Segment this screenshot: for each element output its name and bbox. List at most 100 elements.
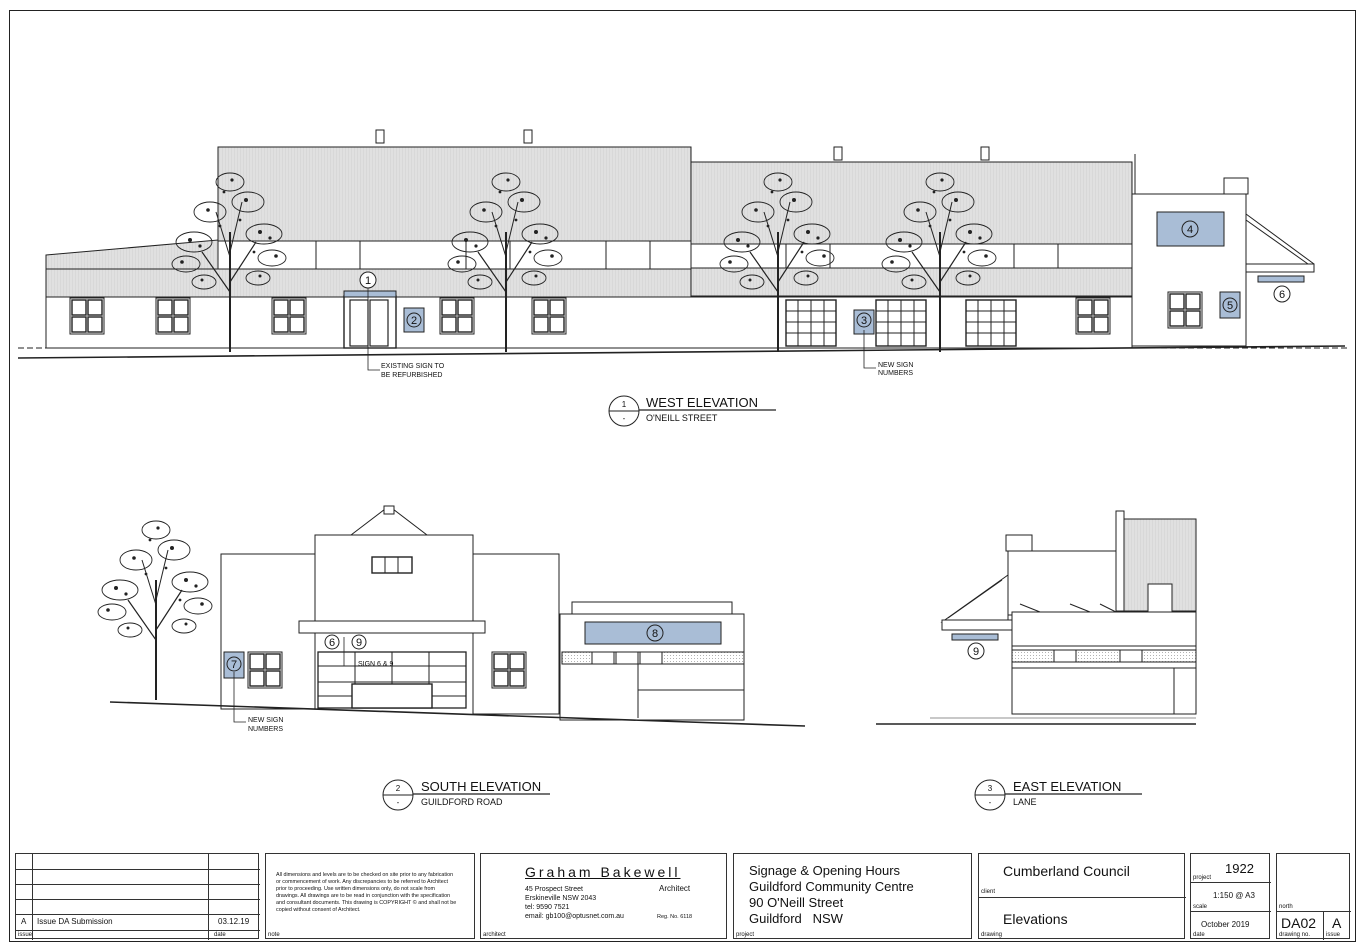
south-title-marker — [382, 779, 550, 811]
west-title: WEST ELEVATION — [646, 395, 758, 410]
date-value: October 2019 — [1201, 920, 1250, 929]
south-tag-9 — [351, 634, 367, 650]
sign-2-panel — [403, 307, 425, 333]
sign-6-panel — [1257, 275, 1305, 283]
west-tag-1 — [359, 271, 377, 289]
notes-box: All dimensions and levels are to be chec… — [265, 853, 475, 939]
east-subtitle: LANE — [1013, 797, 1037, 807]
project-number-label: project — [1193, 875, 1212, 881]
west-tag-6 — [1273, 285, 1291, 303]
south-elevation — [97, 505, 806, 727]
west-subtitle: O'NEILL STREET — [646, 413, 718, 423]
revision-table: A Issue DA Submission 03.12.19 issue dat… — [15, 853, 260, 940]
project-number: 1922 — [1225, 861, 1254, 876]
architect-role: Architect — [659, 884, 691, 893]
project-line-2: Guildford Community Centre — [749, 879, 914, 894]
east-title: EAST ELEVATION — [1013, 779, 1121, 794]
west-wall — [45, 296, 1133, 349]
sign-1-panel — [343, 290, 397, 298]
south-number: 2 — [396, 784, 401, 793]
architect-address-2: Erskineville NSW 2043 — [525, 895, 597, 902]
project-info-box: 1922 project 1:150 @ A3 scale October 20… — [1190, 853, 1271, 939]
architect-tel: tel: 9590 7521 — [525, 904, 570, 911]
sign-4-panel — [1156, 211, 1225, 247]
project-box: Signage & Opening Hours Guildford Commun… — [733, 853, 972, 939]
architect-label: architect — [483, 932, 506, 938]
project-label: project — [736, 932, 755, 938]
south-tag-6-text: 6 — [329, 637, 335, 649]
south-tag-7-text: 7 — [231, 659, 237, 671]
project-line-1: Signage & Opening Hours — [749, 863, 901, 878]
sign-5-panel — [1219, 291, 1241, 319]
revision-col-date: date — [214, 932, 226, 938]
south-tag-6 — [324, 634, 340, 650]
south-title: SOUTH ELEVATION — [421, 779, 541, 794]
drawing-number-label: drawing no. — [1279, 932, 1311, 938]
sign-9-panel-east — [951, 633, 999, 641]
west-tag-5 — [1222, 297, 1238, 313]
drawing-sheet-border — [9, 10, 1356, 942]
west-tag-4-text: 4 — [1187, 224, 1193, 236]
south-tag-7 — [226, 656, 242, 672]
scale-value: 1:150 @ A3 — [1213, 891, 1255, 900]
west-tag-6-text: 6 — [1279, 289, 1285, 301]
scale-label: scale — [1193, 904, 1208, 910]
east-tag-9 — [967, 642, 985, 660]
west-tag-3 — [856, 312, 872, 328]
notes-text: All dimensions and levels are to be chec… — [276, 872, 457, 913]
architect-box: Graham Bakewell Architect 45 Prospect St… — [480, 853, 727, 939]
issue-label: issue — [1326, 932, 1341, 938]
east-number: 3 — [988, 784, 993, 793]
west-title-marker — [608, 395, 776, 427]
notes-label: note — [268, 932, 280, 938]
west-new-sign-note-2: NUMBERS — [878, 370, 913, 377]
south-tag-9-text: 9 — [356, 637, 362, 649]
south-tag-8-text: 8 — [652, 628, 658, 640]
architect-email: email: gb100@optusnet.com.au — [525, 913, 624, 920]
revision-col-issue: issue — [18, 932, 33, 938]
drawing-number: DA02 — [1281, 915, 1317, 931]
client-label: client — [981, 889, 996, 895]
sign-6-9-note: SIGN 6 & 9 — [358, 661, 394, 668]
project-line-4: Guildford NSW — [749, 911, 843, 926]
south-tag-8 — [646, 624, 664, 642]
west-number: 1 — [622, 400, 627, 409]
architect-address-1: 45 Prospect Street — [525, 886, 583, 893]
south-new-sign-note-1: NEW SIGN — [248, 717, 283, 724]
revision-description: Issue DA Submission — [37, 917, 113, 926]
existing-sign-note-1: EXISTING SIGN TO — [381, 363, 445, 370]
south-sheet-ref: - — [397, 798, 400, 807]
east-tag-9-text: 9 — [973, 646, 979, 658]
client-drawing-box: Cumberland Council client Elevations dra… — [978, 853, 1186, 939]
east-sheet-ref: - — [989, 798, 992, 807]
west-elevation — [17, 129, 1350, 371]
issue-value: A — [1332, 915, 1342, 931]
east-elevation — [876, 510, 1197, 725]
sign-8-panel — [584, 621, 722, 645]
drawing-number-box: north DA02 drawing no. A issue — [1276, 853, 1351, 940]
date-label: date — [1193, 932, 1205, 938]
west-tag-3-text: 3 — [861, 315, 867, 327]
west-tag-1-text: 1 — [365, 275, 371, 287]
revision-date: 03.12.19 — [218, 917, 250, 926]
west-tag-4 — [1181, 220, 1199, 238]
west-new-sign-note-1: NEW SIGN — [878, 362, 913, 369]
architect-name: Graham Bakewell — [525, 864, 681, 880]
existing-sign-note-2: BE REFURBISHED — [381, 372, 442, 379]
east-title-marker — [974, 779, 1142, 811]
architect-reg: Reg. No. 6118 — [657, 914, 693, 920]
west-main-roof-right — [690, 161, 1133, 245]
north-label: north — [1279, 904, 1293, 910]
west-tag-5-text: 5 — [1227, 300, 1233, 312]
revision-issue-letter: A — [21, 917, 27, 926]
west-main-roof-left — [217, 146, 692, 242]
west-tag-2 — [406, 312, 422, 328]
south-subtitle: GUILDFORD ROAD — [421, 797, 503, 807]
drawing-title: Elevations — [1003, 911, 1068, 927]
project-line-3: 90 O'Neill Street — [749, 895, 844, 910]
drawing-label: drawing — [981, 932, 1003, 938]
client-name: Cumberland Council — [1003, 863, 1130, 879]
west-tag-2-text: 2 — [411, 315, 417, 327]
south-new-sign-note-2: NUMBERS — [248, 726, 283, 733]
